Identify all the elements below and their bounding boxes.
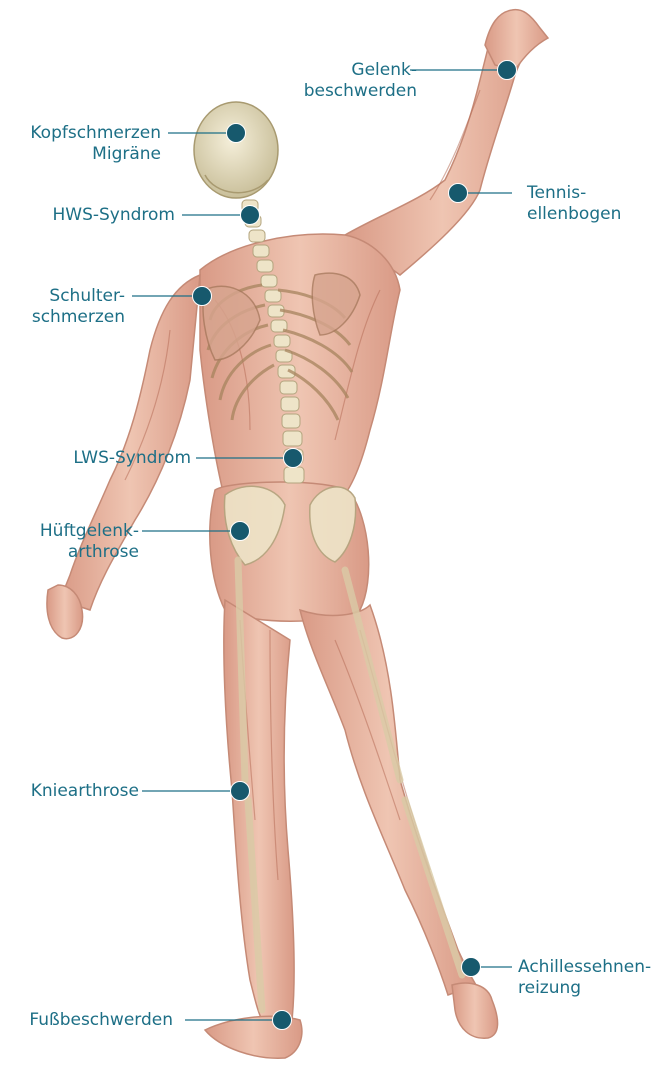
label-hws-syndrom: HWS-Syndrom (52, 205, 175, 226)
label-kopfschmerzen: Kopfschmerzen Migräne (30, 123, 161, 165)
label-line-1: Tennis- (527, 183, 621, 204)
label-line-1: Kniearthrose (31, 781, 139, 802)
label-tennisellenbogen: Tennis- ellenbogen (527, 183, 621, 225)
dot-gelenk (498, 61, 517, 80)
dot-schulter (193, 287, 212, 306)
label-line-1: Fußbeschwerden (29, 1010, 173, 1031)
label-gelenkbeschwerden: Gelenk- beschwerden (304, 60, 417, 102)
label-kniearthrose: Kniearthrose (31, 781, 139, 802)
label-lws-syndrom: LWS-Syndrom (73, 448, 191, 469)
label-line-1: Gelenk- (304, 60, 417, 81)
dot-achilles (462, 958, 481, 977)
label-line-1: Achillessehnen- (518, 957, 651, 978)
dot-kopf (227, 124, 246, 143)
label-line-2: beschwerden (304, 81, 417, 102)
label-line-2: ellenbogen (527, 204, 621, 225)
label-achillessehnenreizung: Achillessehnen- reizung (518, 957, 651, 999)
dot-huefte (231, 522, 250, 541)
dot-knie (231, 782, 250, 801)
label-line-2: arthrose (40, 542, 139, 563)
label-line-2: reizung (518, 978, 651, 999)
label-schulterschmerzen: Schulter- schmerzen (32, 286, 125, 328)
label-fussbeschwerden: Fußbeschwerden (29, 1010, 173, 1031)
skull (194, 102, 278, 198)
dot-hws (241, 206, 260, 225)
label-line-2: schmerzen (32, 307, 125, 328)
label-line-1: HWS-Syndrom (52, 205, 175, 226)
label-hueftgelenkarthrose: Hüftgelenk- arthrose (40, 521, 139, 563)
label-line-1: Schulter- (32, 286, 125, 307)
label-line-1: Kopfschmerzen (30, 123, 161, 144)
dot-tennis (449, 184, 468, 203)
label-line-2: Migräne (30, 144, 161, 165)
dot-lws (284, 449, 303, 468)
dot-fuss (273, 1011, 292, 1030)
label-line-1: LWS-Syndrom (73, 448, 191, 469)
label-line-1: Hüftgelenk- (40, 521, 139, 542)
